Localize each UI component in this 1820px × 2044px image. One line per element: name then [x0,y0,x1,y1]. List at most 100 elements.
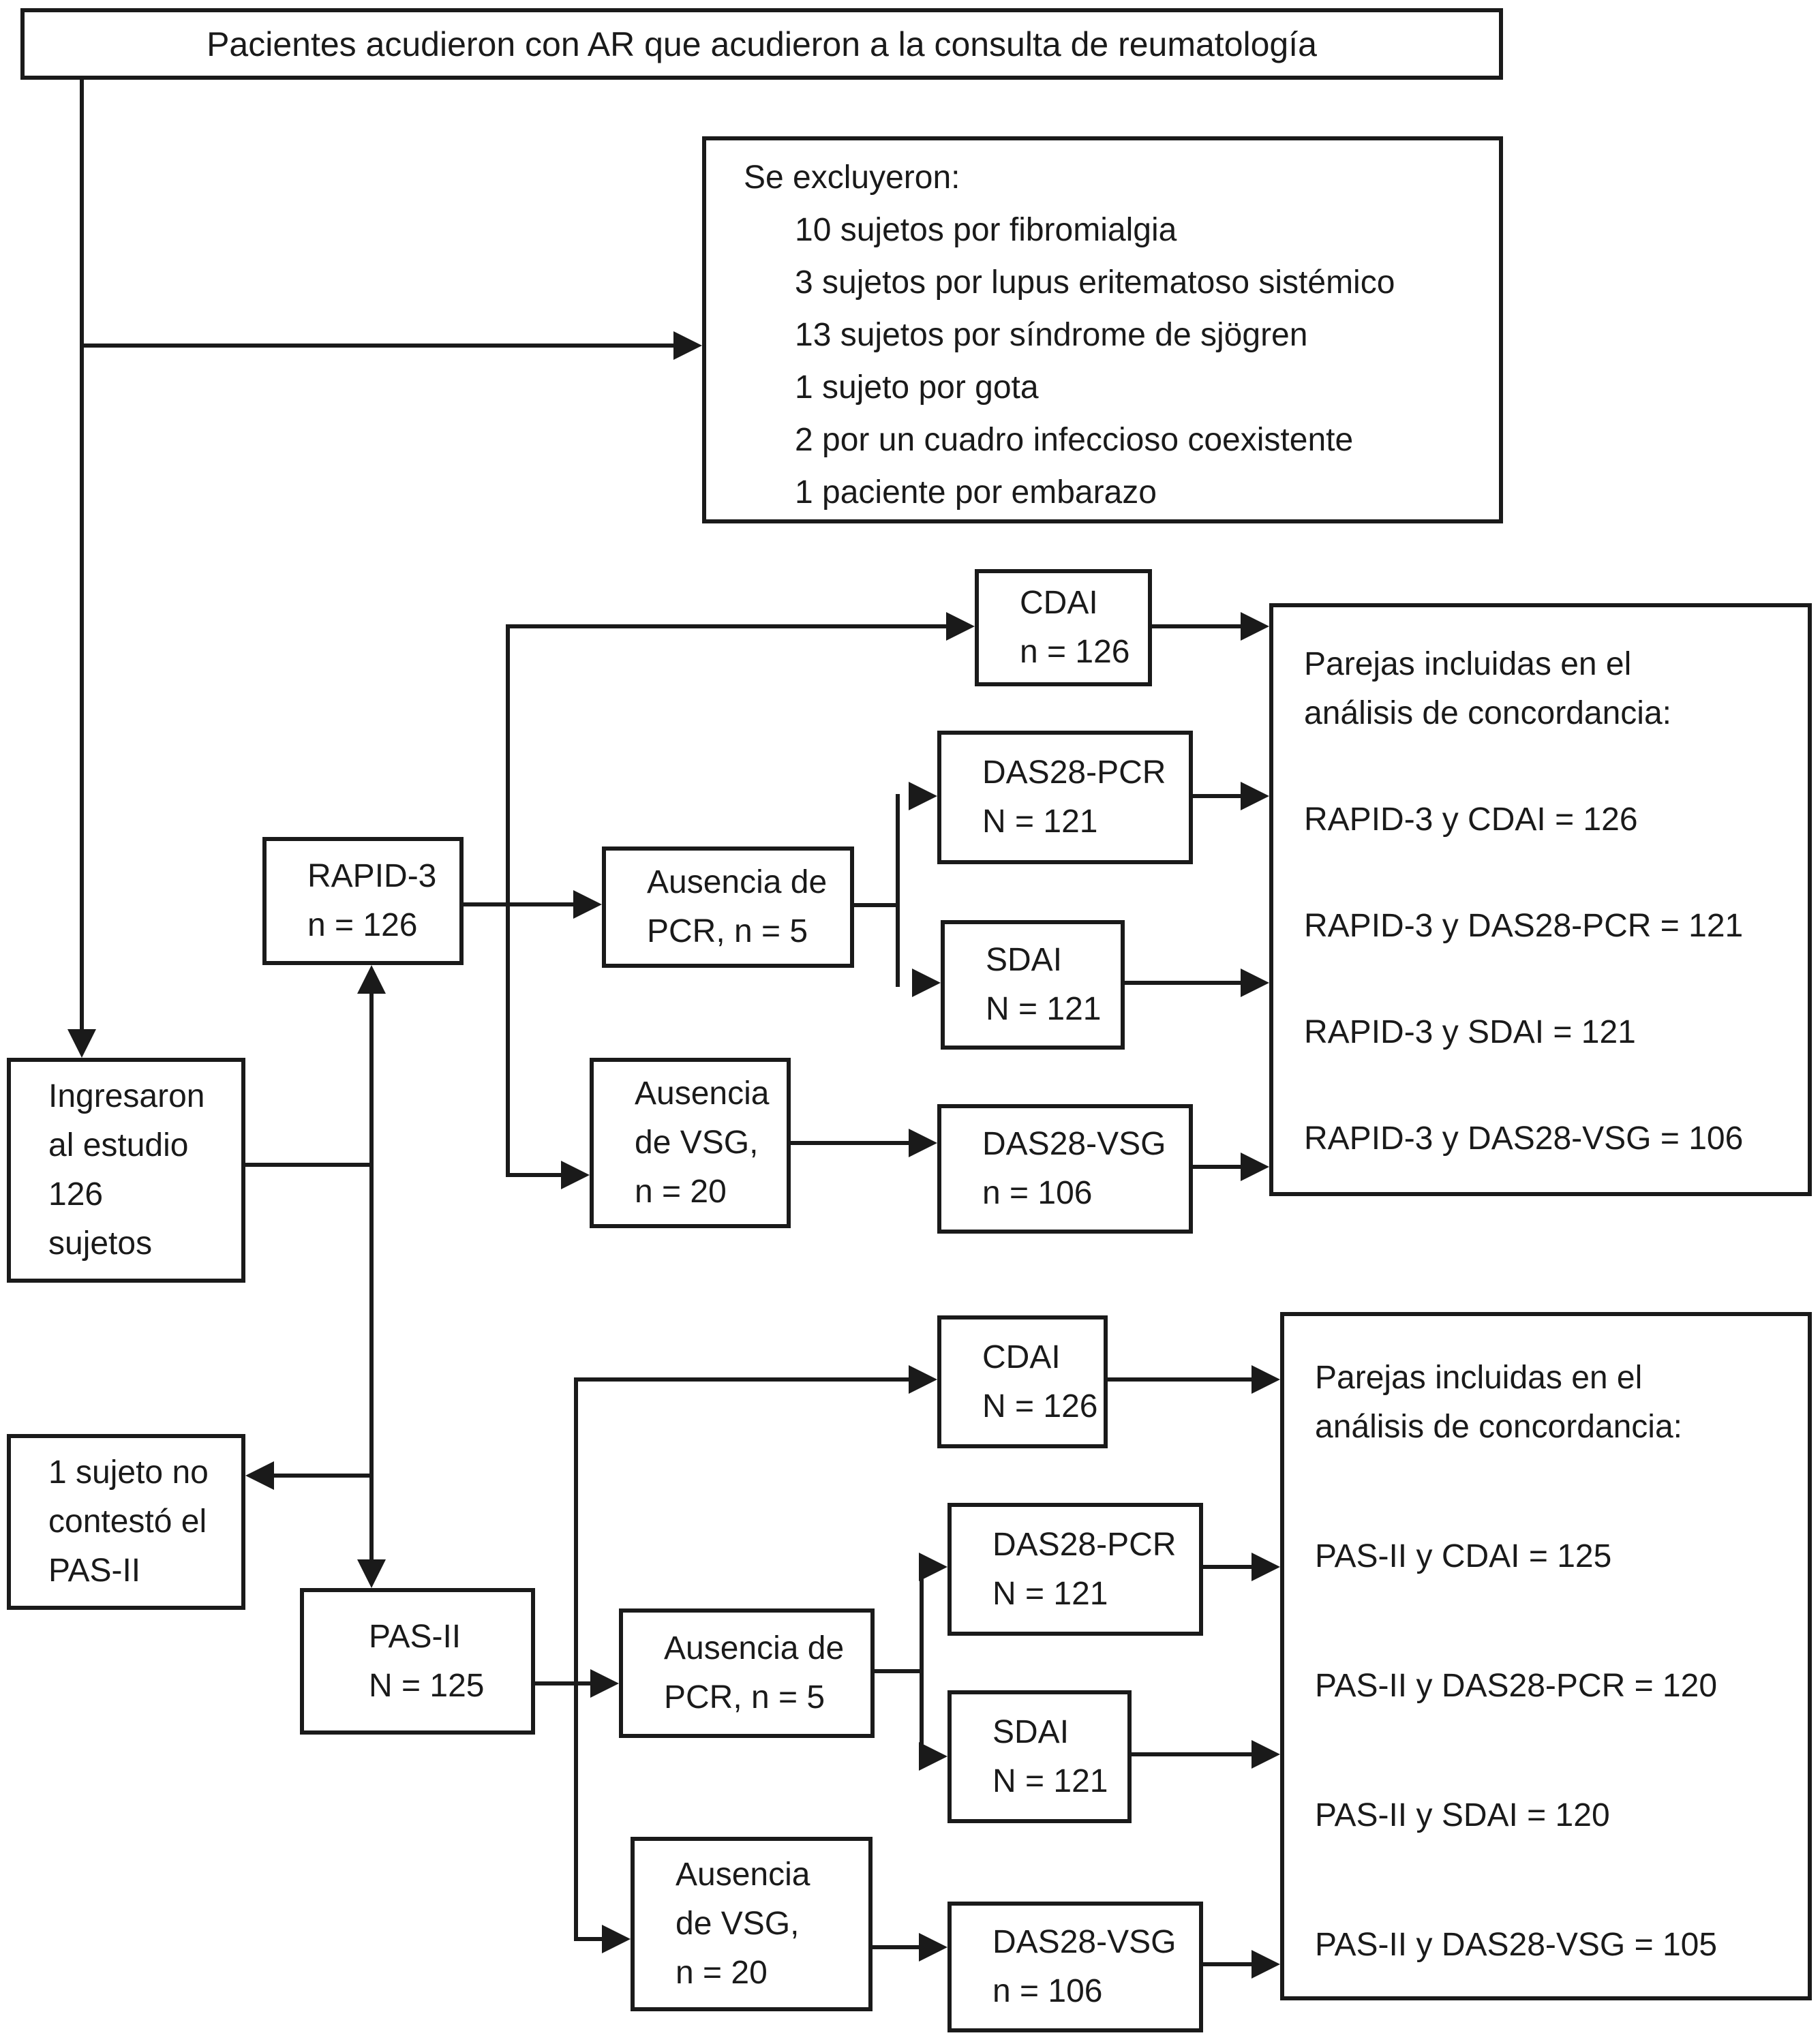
connector-das28vsg-to-parejas [1193,1165,1242,1169]
node-line: PAS-II [369,1618,461,1655]
arrowhead-icon [673,331,702,360]
arrowhead-icon [912,968,941,997]
node-das28vsg-pasii: DAS28-VSG n = 106 [947,1902,1203,2032]
node-line: N = 121 [982,804,1098,840]
node-line: sujetos [48,1225,153,1262]
arrowhead-icon [909,1129,937,1157]
connector-to-cdai-pasii [574,1377,909,1382]
node-line: 126 [48,1176,104,1212]
connector-splitter1 [896,794,900,987]
exclusion-item: 10 sujetos por fibromialgia [795,212,1177,248]
exclusion-item: 3 sujetos por lupus eritematoso sistémic… [795,264,1395,301]
parejas-heading-line: análisis de concordancia: [1315,1409,1682,1445]
arrowhead-icon [919,1933,947,1962]
arrowhead-icon [1241,968,1269,997]
node-cdai-pasii: CDAI N = 126 [937,1315,1108,1448]
arrowhead-icon [1252,1740,1280,1769]
arrowhead-icon [1241,782,1269,810]
node-line: DAS28-PCR [982,754,1166,791]
node-ingresaron: Ingresaron al estudio 126 sujetos [7,1058,245,1283]
connector-riser-rapid3-pasii [369,991,374,1559]
exclusion-item: 13 sujetos por síndrome de sjögren [795,317,1308,353]
node-parejas-pasii: Parejas incluidas en el análisis de conc… [1280,1312,1812,2000]
node-line: n = 106 [992,1973,1103,2009]
connector-vsg-to-das28vsg [791,1141,909,1145]
connector-das28pcr-pasii-to-parejas [1203,1565,1252,1569]
node-line: Ausencia de [664,1630,845,1666]
parejas-item: PAS-II y DAS28-PCR = 120 [1315,1668,1718,1704]
node-line: n = 106 [982,1175,1093,1211]
arrowhead-icon [946,612,975,641]
node-line: Ausencia [676,1857,810,1893]
node-line: N = 126 [982,1388,1098,1424]
node-line: PCR, n = 5 [664,1679,825,1715]
node-line: al estudio [48,1127,189,1163]
node-ausencia-vsg-pasii: Ausencia de VSG, n = 20 [631,1837,873,2011]
connector-vsg-to-das28vsg-pasii [873,1945,919,1949]
node-line: contestó el [48,1504,207,1540]
node-line: n = 20 [635,1174,727,1210]
parejas-item: RAPID-3 y DAS28-VSG = 106 [1304,1120,1744,1157]
connector-das28vsg-pasii-to-parejas [1203,1962,1252,1966]
connector-to-ausencia-vsg-pasii [574,1937,605,1941]
node-line: 1 sujeto no [48,1454,209,1491]
arrowhead-icon [573,890,602,919]
node-rapid3: RAPID-3 n = 126 [262,837,464,965]
arrowhead-icon [67,1029,96,1058]
node-das28pcr-rapid3: DAS28-PCR N = 121 [937,731,1193,864]
arrowhead-icon [602,1925,631,1953]
connector-sdai-pasii-to-parejas [1132,1752,1252,1756]
connector-cdai-pasii-to-parejas [1108,1377,1252,1382]
arrowhead-icon [357,965,386,994]
node-ausencia-pcr-rapid3: Ausencia de PCR, n = 5 [602,846,854,968]
exclusion-item: 1 sujeto por gota [795,369,1039,406]
node-line: PCR, n = 5 [647,913,808,949]
node-sdai-pasii: SDAI N = 121 [947,1690,1132,1823]
parejas-item: RAPID-3 y SDAI = 121 [1304,1014,1636,1050]
node-line: de VSG, [635,1125,759,1161]
parejas-item: PAS-II y DAS28-VSG = 105 [1315,1927,1718,1963]
node-ausencia-pcr-pasii: Ausencia de PCR, n = 5 [619,1608,875,1738]
node-line: de VSG, [676,1906,800,1942]
node-line: Ingresaron [48,1078,205,1114]
connector-ingresaron-to-riser [245,1163,374,1167]
exclusion-item: 1 paciente por embarazo [795,474,1157,510]
arrowhead-icon [561,1161,590,1189]
connector-to-cdai-rapid3 [506,624,946,628]
arrowhead-icon [909,1365,937,1394]
connector-to-ausencia-vsg-rapid3 [506,1173,564,1177]
node-title: Pacientes acudieron con AR que acudieron… [20,8,1503,80]
node-line: N = 125 [369,1667,485,1704]
node-line: n = 126 [1020,634,1130,670]
node-parejas-rapid3: Parejas incluidas en el análisis de conc… [1269,603,1812,1196]
node-line: DAS28-PCR [992,1526,1177,1563]
parejas-item: RAPID-3 y DAS28-PCR = 121 [1304,908,1744,944]
parejas-heading-line: Parejas incluidas en el [1315,1360,1643,1396]
node-line: n = 126 [307,907,418,943]
exclusion-item: 2 por un cuadro infeccioso coexistente [795,422,1354,458]
connector-riser3-cdai-vsg [574,1377,578,1941]
node-line: DAS28-VSG [982,1126,1166,1162]
title-text: Pacientes acudieron con AR que acudieron… [207,25,1317,63]
arrowhead-icon [1252,1553,1280,1581]
arrowhead-icon [919,1553,947,1581]
node-line: DAS28-VSG [992,1924,1177,1960]
node-sdai-rapid3: SDAI N = 121 [941,920,1125,1050]
arrowhead-icon [1252,1950,1280,1979]
connector-title-to-ingresaron [80,80,84,1031]
parejas-heading-line: análisis de concordancia: [1304,695,1671,731]
connector-cdai-to-parejas [1152,624,1242,628]
node-line: RAPID-3 [307,858,437,894]
connector-sdai-to-parejas [1125,981,1242,985]
node-line: n = 20 [676,1955,768,1991]
connector-ausencia-pcr-pasii-out [875,1669,924,1673]
node-exclusion: Se excluyeron: 10 sujetos por fibromialg… [702,136,1503,523]
node-sujeto-no-contesto: 1 sujeto no contestó el PAS-II [7,1434,245,1610]
connector-ausencia-pcr-out [854,903,900,907]
connector-to-exclusion [80,344,675,348]
arrowhead-icon [1241,1153,1269,1181]
connector-splitter2 [920,1565,924,1758]
connector-riser2-cdai-vsg [506,624,510,1177]
node-line: Ausencia de [647,864,828,900]
parejas-item: RAPID-3 y CDAI = 126 [1304,802,1638,838]
